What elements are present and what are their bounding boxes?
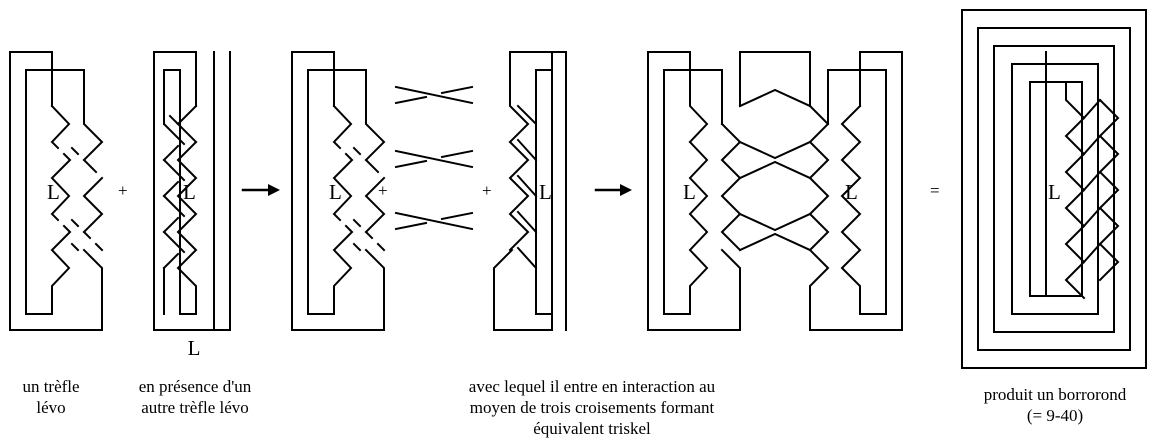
caption-middle: avec lequel il entre en interaction au m…: [468, 377, 716, 438]
crossing-1: [394, 85, 474, 105]
plus-sign-1: +: [118, 181, 128, 200]
arrow-1: [241, 184, 280, 196]
crossing-3: [394, 211, 474, 231]
crossing-2: [394, 149, 474, 169]
combined-figure: [647, 51, 903, 331]
caption-second-label: L: [187, 336, 201, 360]
caption-second-knot: en présence d'un autre trèfle lévo: [138, 377, 252, 417]
equals-sign: =: [930, 181, 940, 200]
caption-first-knot: un trèfle lévo: [22, 377, 80, 417]
result-label: L: [1048, 180, 1061, 204]
combined-label-left: L: [683, 180, 696, 204]
caption-result: produit un borrorond (= 9-40): [983, 385, 1127, 425]
borrorond-figure: [961, 9, 1147, 369]
plus-sign-3: +: [482, 181, 492, 200]
knot-1-label: L: [47, 180, 60, 204]
combined-label-right: L: [845, 180, 858, 204]
left-trefoil-2: [153, 51, 231, 331]
knot-3-label: L: [329, 180, 342, 204]
knot-2-label: L: [183, 180, 196, 204]
plus-sign-2: +: [378, 181, 388, 200]
left-trefoil-3: [291, 51, 386, 331]
arrow-2: [594, 184, 632, 196]
knot-4-label: L: [539, 180, 552, 204]
left-trefoil-1: [9, 51, 104, 331]
left-trefoil-4: [493, 51, 567, 331]
